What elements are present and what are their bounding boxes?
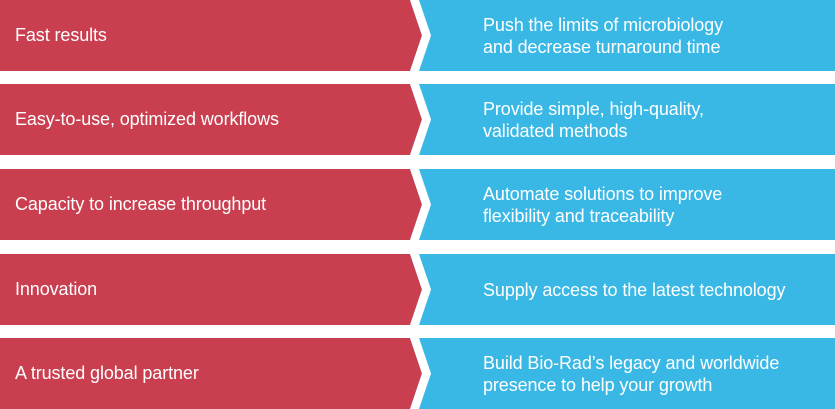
need-label: A trusted global partner [15,363,199,383]
need-panel [0,338,422,409]
arrow-separator [410,254,431,325]
need-label: Fast results [15,25,107,45]
diagram-row: Fast results Push the limits of microbio… [0,0,835,71]
solution-text: Provide simple, high-quality, validated … [483,84,833,155]
diagram-row: Easy-to-use, optimized workflows Provide… [0,84,835,155]
need-panel [0,84,422,155]
arrow-separator [410,169,431,240]
solution-line: Build Bio-Rad’s legacy and worldwide [483,352,780,373]
solution-line: Provide simple, high-quality, [483,98,704,119]
solution-line: Push the limits of microbiology [483,14,723,35]
row-background [0,169,835,240]
solution-panel [410,0,835,71]
solution-line: validated methods [483,120,628,141]
solution-line: Automate solutions to improve [483,183,723,204]
solution-text: Push the limits of microbiology and decr… [483,0,833,71]
row-background [0,84,835,155]
need-label: Capacity to increase throughput [15,194,267,214]
solution-text: Supply access to the latest technology [483,254,833,325]
solution-panel [410,338,835,409]
need-label: Easy-to-use, optimized workflows [15,109,279,129]
arrow-separator [410,338,431,409]
need-label: Innovation [15,279,98,299]
arrow-separator [410,84,431,155]
solution-line: Supply access to the latest technology [483,279,786,300]
diagram-row: Capacity to increase throughput Automate… [0,169,835,240]
need-panel [0,254,422,325]
row-background [0,254,835,325]
solution-panel [410,84,835,155]
solution-line: presence to help your growth [483,374,713,395]
solution-panel [410,254,835,325]
row-background [0,0,835,71]
diagram-row: A trusted global partner Build Bio-Rad’s… [0,338,835,409]
solution-panel [410,169,835,240]
solution-text: Build Bio-Rad’s legacy and worldwide pre… [483,338,833,409]
solution-text: Automate solutions to improve flexibilit… [483,169,833,240]
need-panel [0,169,422,240]
arrow-separator [410,0,431,71]
solution-line: flexibility and traceability [483,205,675,226]
row-background [0,338,835,409]
diagram-row: Innovation Supply access to the latest t… [0,254,835,325]
solution-line: and decrease turnaround time [483,36,721,57]
need-panel [0,0,422,71]
